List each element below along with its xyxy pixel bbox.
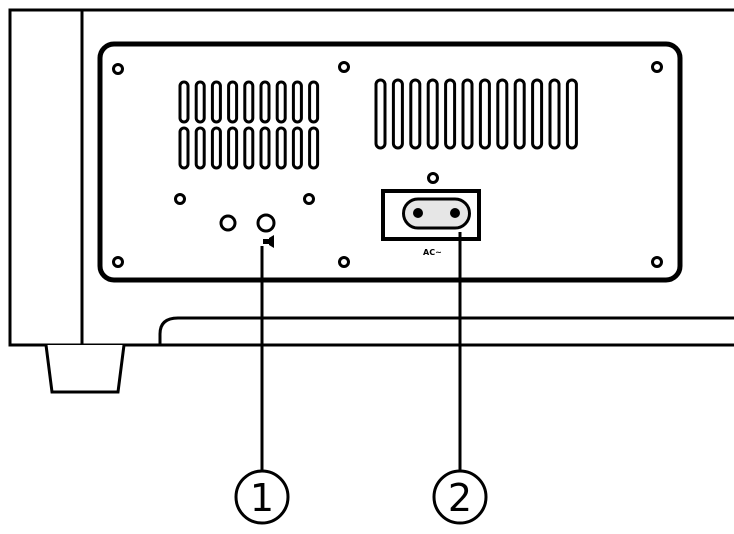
callout-2-circle <box>432 469 488 525</box>
ac-pin-left <box>413 208 423 218</box>
vent-slot <box>548 78 561 150</box>
ac-power-inlet: AC~ <box>381 189 481 257</box>
vent-slot <box>259 80 271 124</box>
device-foot <box>44 344 126 394</box>
ac-pin-right <box>450 208 460 218</box>
screw <box>303 193 315 205</box>
vent-slot <box>478 78 491 150</box>
vent-slot <box>496 78 509 150</box>
jack-mounting-hole <box>219 214 237 232</box>
vent-slot <box>227 80 239 124</box>
left-vent-grille <box>178 80 320 170</box>
vent-slot <box>275 126 287 170</box>
screw <box>427 172 439 184</box>
vent-slot <box>513 78 526 150</box>
screw <box>651 61 663 73</box>
screw <box>112 256 124 268</box>
vent-slot <box>374 78 387 150</box>
panel-screws <box>112 61 663 268</box>
device-housing <box>8 8 734 347</box>
headphone-jack <box>219 213 276 248</box>
vent-slot <box>291 80 303 124</box>
vent-slot <box>243 80 255 124</box>
screw <box>651 256 663 268</box>
ac-inlet-socket <box>402 197 471 230</box>
callout-1-number: 1 <box>250 476 274 520</box>
vent-slot <box>275 80 287 124</box>
vent-slot <box>194 80 206 124</box>
vent-slot <box>409 78 422 150</box>
vent-slot <box>565 78 578 150</box>
vent-slot <box>531 78 544 150</box>
screw <box>174 193 186 205</box>
screw <box>338 256 350 268</box>
vent-slot <box>227 126 239 170</box>
right-vent-grille <box>374 78 578 150</box>
headphone-jack-socket <box>256 213 276 233</box>
vent-slot <box>210 126 222 170</box>
vent-slot <box>308 80 320 124</box>
vent-slot <box>391 78 404 150</box>
ac-inlet-label: AC~ <box>423 248 442 257</box>
vent-slot <box>178 126 190 170</box>
callout-1: 1 <box>234 469 290 525</box>
vent-slot <box>210 80 222 124</box>
screw <box>112 63 124 75</box>
callout-1-circle <box>234 469 290 525</box>
callout-2-number: 2 <box>448 476 472 520</box>
vent-slot <box>194 126 206 170</box>
vent-slot <box>291 126 303 170</box>
vent-slot <box>444 78 457 150</box>
vent-slot <box>178 80 190 124</box>
vent-slot <box>461 78 474 150</box>
vent-slot <box>243 126 255 170</box>
headphone-icon <box>263 235 274 248</box>
vent-slot <box>308 126 320 170</box>
callout-2: 2 <box>432 469 488 525</box>
screw <box>338 61 350 73</box>
vent-slot <box>259 126 271 170</box>
vent-slot <box>426 78 439 150</box>
